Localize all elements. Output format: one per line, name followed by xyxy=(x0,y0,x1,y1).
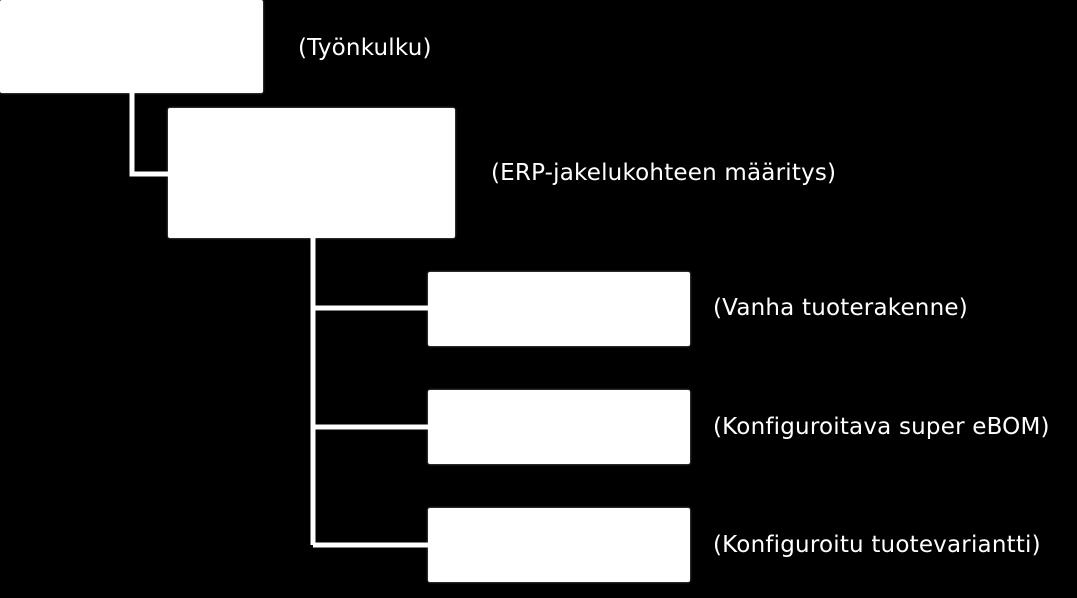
node-box-erp-target xyxy=(168,108,455,238)
node-box-variant xyxy=(428,508,690,582)
node-label-old-structure: (Vanha tuoterakenne) xyxy=(713,295,968,321)
node-box-workflow xyxy=(0,0,263,93)
node-box-super-ebom xyxy=(428,390,690,464)
connector-workflow-to-erp xyxy=(129,93,168,177)
node-label-variant: (Konfiguroitu tuotevariantti) xyxy=(713,532,1041,558)
node-box-old-structure xyxy=(428,272,690,346)
node-label-erp-target: (ERP-jakelukohteen määritys) xyxy=(491,160,837,186)
node-label-workflow: (Työnkulku) xyxy=(298,35,432,61)
node-label-super-ebom: (Konfiguroitava super eBOM) xyxy=(713,414,1050,440)
